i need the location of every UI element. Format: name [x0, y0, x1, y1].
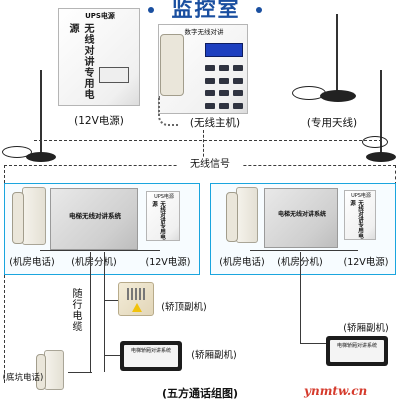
title-left-dot — [148, 7, 154, 13]
left-link-line — [40, 250, 160, 251]
right-room-phone — [236, 187, 258, 243]
right-cable-line — [300, 252, 301, 344]
car-top-unit — [118, 282, 154, 316]
right-power-supply: UPS电源 无线对讲专用电源 — [344, 190, 376, 240]
left-room-unit-text: 电梯无线对讲系统 — [69, 212, 121, 220]
dedicated-antenna-icon — [336, 14, 338, 92]
left-power-label: (12V电源) — [145, 257, 191, 268]
host-handset — [160, 34, 184, 96]
right-cable-to-car-unit — [300, 343, 326, 344]
right-antenna-icon — [380, 70, 382, 158]
right-room-unit: 电梯无线对讲系统 — [264, 188, 338, 248]
pit-phone-label: (底坑电话) — [2, 373, 44, 383]
host-panel-text: 数字无线对讲 — [184, 28, 224, 36]
left-room-phone-label: (机房电话) — [9, 257, 55, 268]
left-power-top-text: UPS电源 — [154, 194, 174, 200]
page-title: 监控室 — [171, 0, 241, 21]
left-antenna-icon — [40, 70, 42, 158]
host-label: (无线主机) — [189, 117, 241, 129]
right-link-line — [250, 250, 358, 251]
ups-label: (12V电源) — [74, 115, 124, 127]
right-room-phone-label: (机房电话) — [219, 257, 265, 268]
left-cable-line-1 — [90, 252, 91, 372]
host-keypad — [205, 65, 247, 111]
right-power-vertical-text: 无线对讲专用电源 — [349, 200, 363, 239]
host-cord — [158, 96, 178, 126]
ups-vertical-text: 无线对讲专用电源 — [67, 23, 93, 100]
left-room-unit: 电梯无线对讲系统 — [50, 188, 138, 250]
right-car-unit-text: 电梯轿厢对讲系统 — [336, 343, 377, 349]
dedicated-antenna-base — [320, 90, 356, 102]
left-antenna-base — [26, 152, 56, 162]
left-power-vertical-text: 无线对讲专用电源 — [151, 201, 165, 240]
right-car-unit: 电梯轿厢对讲系统 — [326, 336, 388, 366]
left-antenna-cable — [2, 146, 32, 158]
right-room-phone-handset — [226, 192, 238, 242]
host-display — [205, 43, 243, 57]
ups-top-text: UPS电源 — [85, 12, 115, 20]
right-antenna-base — [366, 152, 396, 162]
right-antenna-cable — [362, 136, 388, 148]
right-room-unit-text: 电梯无线对讲系统 — [277, 211, 326, 218]
warning-icon — [132, 303, 142, 312]
wireless-signal-label: 无线信号 — [178, 157, 242, 172]
left-room-unit-label: (机房分机) — [71, 257, 117, 268]
car-top-unit-label: (轿顶副机) — [161, 302, 207, 313]
dedicated-antenna-cable — [292, 86, 326, 100]
signal-line-right — [395, 165, 396, 185]
right-power-top-text: UPS电源 — [351, 193, 371, 199]
left-car-unit: 电梯轿厢对讲系统 — [120, 341, 182, 371]
left-car-unit-panel — [124, 345, 178, 367]
ups-power-supply: UPS电源 无线对讲专用电源 — [58, 8, 140, 106]
title-right-dot — [256, 7, 262, 13]
right-room-unit-label: (机房分机) — [277, 257, 323, 268]
signal-line-top — [34, 140, 382, 141]
left-room-phone-handset — [12, 192, 24, 244]
left-cable-to-pit — [68, 372, 92, 373]
right-power-label: (12V电源) — [343, 257, 389, 268]
dedicated-antenna-label: (专用天线) — [306, 117, 358, 129]
left-room-phone — [22, 187, 46, 245]
car-top-unit-grille — [127, 288, 147, 300]
left-cable-to-car-unit — [104, 355, 122, 356]
right-car-unit-panel — [330, 340, 384, 362]
pit-phone-handset — [36, 354, 46, 390]
left-cable-line-2 — [104, 252, 105, 372]
ups-indicator — [99, 67, 129, 83]
signal-line-center — [203, 130, 204, 166]
bottom-caption: (五方通话组图) — [161, 387, 239, 400]
watermark: ynmtw.cn — [304, 384, 368, 398]
left-power-supply: UPS电源 无线对讲专用电源 — [146, 191, 180, 241]
travelling-cable-label: 随行电缆 — [70, 288, 81, 332]
right-car-unit-label: (轿厢副机) — [343, 323, 389, 334]
left-car-unit-label: (轿厢副机) — [191, 350, 237, 361]
left-car-unit-text: 电梯轿厢对讲系统 — [130, 348, 171, 354]
left-cable-to-top-unit — [104, 300, 118, 301]
pit-phone — [44, 350, 64, 390]
